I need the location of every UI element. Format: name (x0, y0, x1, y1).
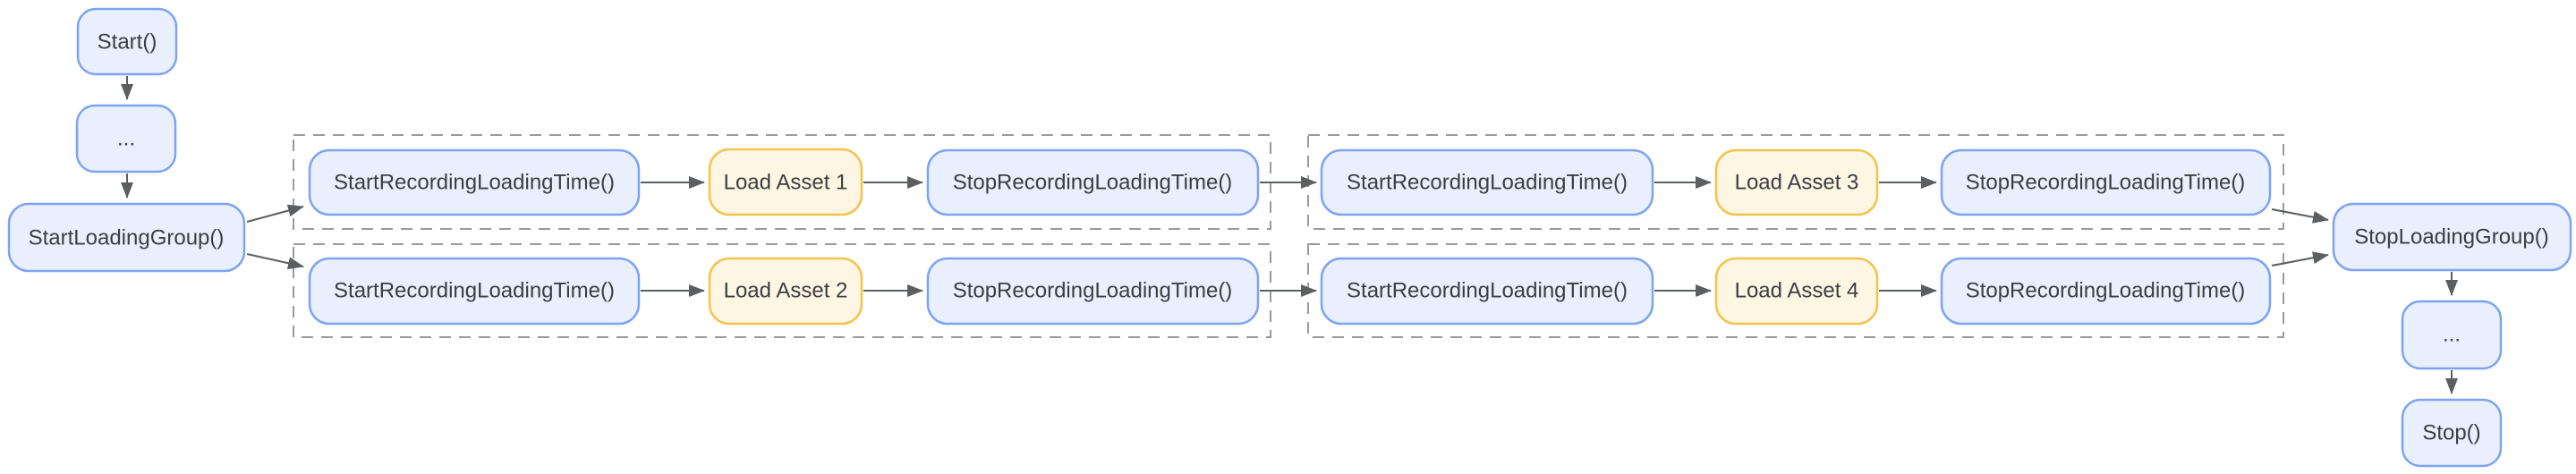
node-ellipsis-after-group-shape (2401, 300, 2503, 370)
node-g1r2-stop-recording-label: StopRecordingLoadingTime() (953, 279, 1233, 303)
node-g2r1-start-recording: StartRecordingLoadingTime() (1320, 148, 1654, 216)
node-load-asset-3-label: Load Asset 3 (1735, 171, 1859, 195)
node-start-loading-group-label: StartLoadingGroup() (29, 226, 225, 250)
node-g2r2-stop-recording-shape (1940, 257, 2272, 326)
node-g2r2-stop-recording-label: StopRecordingLoadingTime() (1966, 279, 2246, 303)
node-g2r1-stop-recording-label: StopRecordingLoadingTime() (1966, 171, 2246, 195)
node-g1r1-start-recording-label: StartRecordingLoadingTime() (334, 171, 615, 195)
node-load-asset-2-label: Load Asset 2 (724, 279, 848, 303)
edge-start-loading-group-to-row-2 (246, 253, 304, 270)
node-g2r2-start-recording-shape (1320, 257, 1654, 326)
node-load-asset-1-label: Load Asset 1 (724, 171, 848, 195)
node-load-asset-4: Load Asset 4 (1714, 257, 1879, 326)
node-g1r2-stop-recording: StopRecordingLoadingTime() (926, 257, 1260, 326)
edge-row-1-to-stop-loading-group (2271, 208, 2329, 224)
node-g1r1-stop-recording: StopRecordingLoadingTime() (926, 148, 1260, 216)
node-start-shape (76, 7, 178, 76)
node-start: Start() (76, 7, 178, 76)
node-load-asset-1: Load Asset 1 (708, 148, 863, 216)
node-g1r2-start-recording-shape (308, 257, 641, 326)
node-ellipsis-before-group-label: ... (117, 127, 135, 151)
node-load-asset-1-shape (708, 148, 863, 216)
node-load-asset-4-shape (1714, 257, 1879, 326)
node-g1r1-start-recording: StartRecordingLoadingTime() (308, 148, 641, 216)
node-g2r1-stop-recording-shape (1940, 148, 2272, 216)
node-stop-loading-group-label: StopLoadingGroup() (2354, 225, 2548, 250)
edge-row-2-to-stop-loading-group (2271, 251, 2329, 267)
node-stop-loading-group-shape (2332, 202, 2572, 272)
node-start-loading-group: StartLoadingGroup() (7, 202, 246, 273)
node-ellipsis-after-group-label: ... (2443, 323, 2461, 347)
node-start-label: Start() (98, 30, 157, 55)
node-ellipsis-before-group-shape (75, 104, 177, 174)
node-load-asset-3: Load Asset 3 (1714, 148, 1879, 216)
node-load-asset-3-shape (1714, 148, 1879, 216)
node-load-asset-4-label: Load Asset 4 (1735, 279, 1859, 303)
node-g2r1-start-recording-label: StartRecordingLoadingTime() (1347, 171, 1628, 195)
node-g1r2-start-recording: StartRecordingLoadingTime() (308, 257, 641, 326)
node-g2r1-start-recording-shape (1320, 148, 1654, 216)
node-g2r2-start-recording-label: StartRecordingLoadingTime() (1347, 279, 1628, 303)
node-stop-shape (2401, 398, 2503, 468)
node-stop: Stop() (2401, 398, 2503, 468)
node-ellipsis-before-group: ... (75, 104, 177, 174)
node-g1r1-stop-recording-label: StopRecordingLoadingTime() (953, 171, 1233, 195)
node-g1r1-stop-recording-shape (926, 148, 1260, 216)
node-stop-label: Stop() (2422, 421, 2480, 445)
node-g1r2-start-recording-label: StartRecordingLoadingTime() (334, 279, 615, 303)
node-ellipsis-after-group: ... (2401, 300, 2503, 370)
node-g2r2-start-recording: StartRecordingLoadingTime() (1320, 257, 1654, 326)
node-load-asset-2-shape (708, 257, 863, 326)
node-g2r1-stop-recording: StopRecordingLoadingTime() (1940, 148, 2272, 216)
edge-start-loading-group-to-row-1 (246, 204, 304, 223)
node-g1r1-start-recording-shape (308, 148, 641, 216)
node-g2r2-stop-recording: StopRecordingLoadingTime() (1940, 257, 2272, 326)
node-load-asset-2: Load Asset 2 (708, 257, 863, 326)
node-start-loading-group-shape (7, 202, 246, 273)
node-stop-loading-group: StopLoadingGroup() (2332, 202, 2572, 272)
node-g1r2-stop-recording-shape (926, 257, 1260, 326)
